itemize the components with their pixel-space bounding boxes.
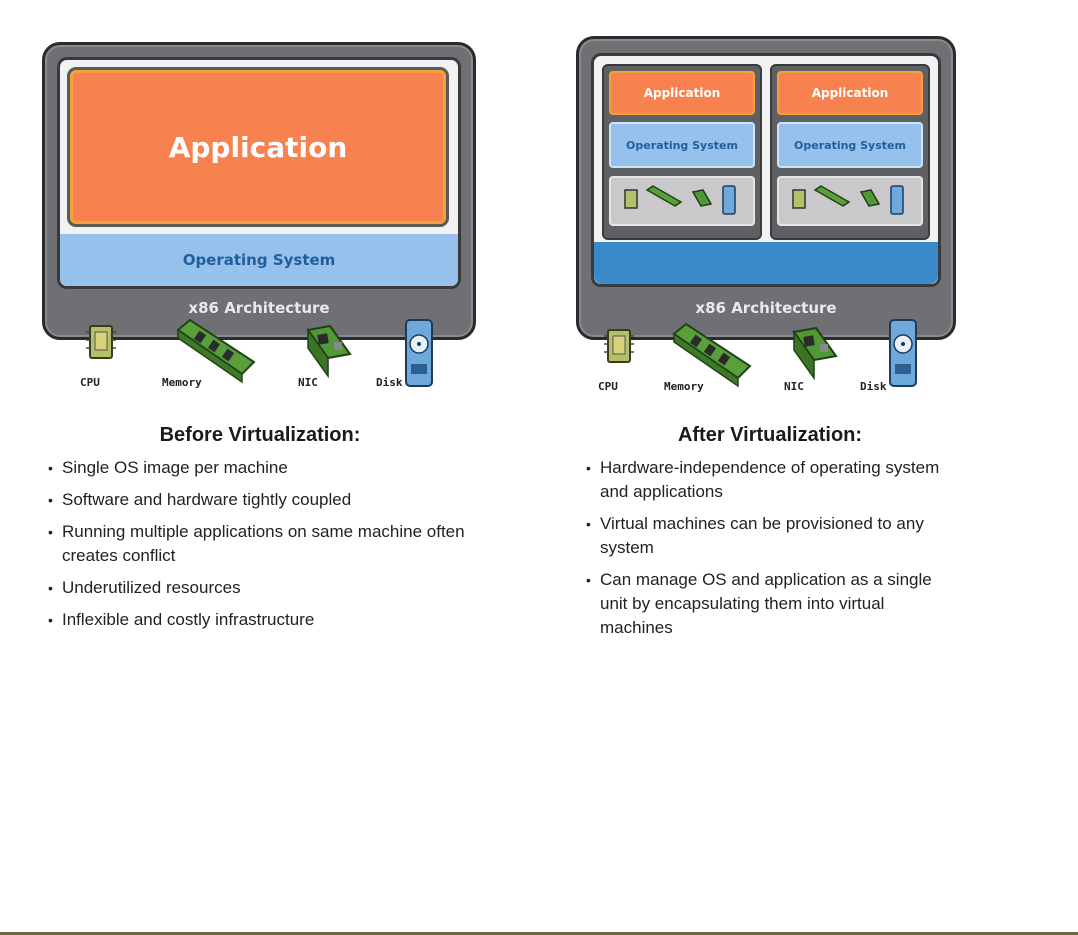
bottom-divider — [0, 932, 1078, 935]
list-item: Hardware-independence of operating syste… — [586, 456, 946, 504]
after-disk-icon — [889, 319, 917, 387]
after-machine-frame: Application Operating System Application… — [576, 36, 956, 340]
vm1-application-block: Application — [609, 71, 755, 115]
before-cpu-icon — [86, 325, 116, 359]
after-cpu-icon — [604, 329, 634, 363]
after-cpu-label: CPU — [598, 380, 618, 393]
after-arch-label: x86 Architecture — [695, 299, 837, 317]
list-item: Can manage OS and application as a singl… — [586, 568, 946, 640]
before-memory-icon — [176, 318, 256, 384]
list-item: Underutilized resources — [48, 576, 478, 600]
before-nic-icon — [306, 324, 352, 379]
vm2-os-block: Operating System — [777, 122, 923, 168]
before-disk-icon — [405, 319, 433, 387]
vm2-hardware-icons — [792, 185, 904, 215]
after-screen: Application Operating System Application… — [591, 53, 941, 287]
before-nic-label: NIC — [298, 376, 318, 389]
before-disk-label: Disk — [376, 376, 403, 389]
list-item: Virtual machines can be provisioned to a… — [586, 512, 946, 560]
before-os-bar: Operating System — [60, 234, 458, 286]
before-memory-label: Memory — [162, 376, 202, 389]
after-nic-icon — [792, 326, 838, 381]
after-heading: After Virtualization: — [677, 424, 863, 446]
virtualization-layer — [594, 242, 938, 284]
list-item: Running multiple applications on same ma… — [48, 520, 478, 568]
before-application-block: Application — [70, 70, 446, 224]
before-cpu-label: CPU — [80, 376, 100, 389]
after-nic-label: NIC — [784, 380, 804, 393]
vm2-application-block: Application — [777, 71, 923, 115]
list-item: Software and hardware tightly coupled — [48, 488, 478, 512]
before-machine-frame: Application Operating System x86 Archite… — [42, 42, 476, 340]
vm1-virtual-hardware — [609, 176, 755, 226]
list-item: Single OS image per machine — [48, 456, 478, 480]
before-virtualization-diagram: Application Operating System x86 Archite… — [0, 0, 539, 420]
after-bullet-list: Hardware-independence of operating syste… — [586, 456, 946, 648]
vm2-virtual-hardware — [777, 176, 923, 226]
list-item: Inflexible and costly infrastructure — [48, 608, 478, 632]
before-screen: Application Operating System — [57, 57, 461, 289]
after-virtualization-diagram: Application Operating System Application… — [0, 0, 1078, 420]
before-heading: Before Virtualization: — [159, 424, 361, 446]
vm1-hardware-icons — [624, 185, 736, 215]
virtual-machine-1: Application Operating System — [602, 64, 762, 240]
before-arch-label: x86 Architecture — [188, 299, 330, 317]
vm1-os-block: Operating System — [609, 122, 755, 168]
after-memory-label: Memory — [664, 380, 704, 393]
after-disk-label: Disk — [860, 380, 887, 393]
virtual-machine-2: Application Operating System — [770, 64, 930, 240]
before-bullet-list: Single OS image per machine Software and… — [48, 456, 478, 640]
after-memory-icon — [672, 322, 752, 388]
